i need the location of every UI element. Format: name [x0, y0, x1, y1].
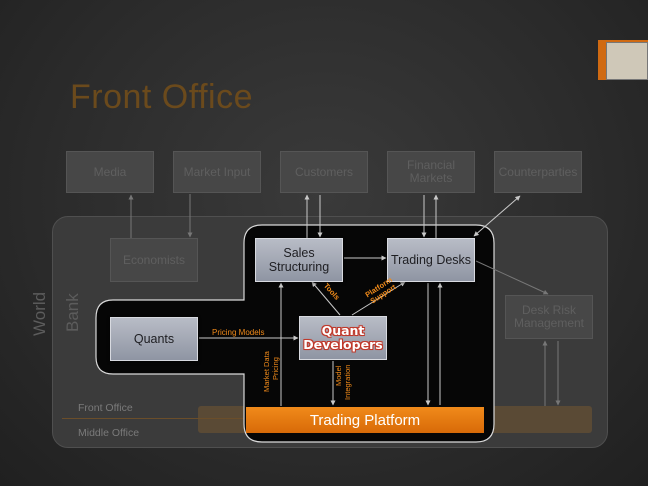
market-data-line: Market Data: [262, 351, 271, 392]
economists-box: Economists: [110, 238, 198, 282]
model-integration-label: Model Integration: [334, 365, 352, 400]
desk-risk-box: Desk Risk Management: [505, 295, 593, 339]
media-box: Media: [66, 151, 154, 193]
page-title: Front Office: [70, 78, 253, 116]
integration-line: Integration: [343, 364, 352, 400]
counterparties-box: Counterparties: [494, 151, 582, 193]
quant-developers-line-2: Developers: [303, 337, 383, 352]
sales-structuring-box: Sales Structuring: [255, 238, 343, 282]
middle-office-label: Middle Office: [78, 427, 140, 439]
quant-developers-box: Quant Developers: [299, 316, 387, 360]
quant-developers-line-1: Quant: [321, 323, 365, 338]
market-data-pricing-label: Market Data Pricing: [262, 351, 280, 392]
trading-desks-box: Trading Desks: [387, 238, 475, 282]
trading-platform-box: Trading Platform: [246, 407, 484, 433]
office-divider: [62, 418, 246, 419]
front-office-label: Front Office: [78, 402, 133, 414]
financial-markets-box: Financial Markets: [387, 151, 475, 193]
quants-box: Quants: [110, 317, 198, 361]
pricing-models-label: Pricing Models: [212, 328, 265, 337]
model-line: Model: [334, 365, 343, 386]
market-input-box: Market Input: [173, 151, 261, 193]
pricing-line: Pricing: [271, 357, 280, 380]
customers-box: Customers: [280, 151, 368, 193]
logo-image: [606, 42, 648, 80]
